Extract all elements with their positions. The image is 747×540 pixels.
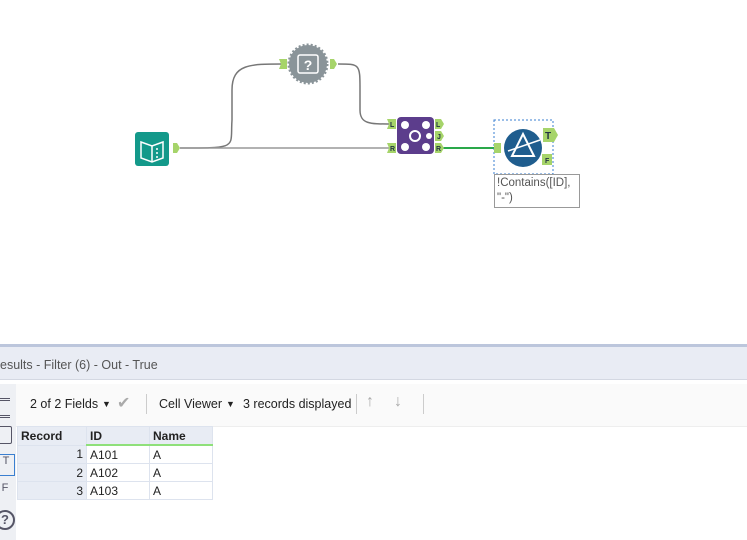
id-cell[interactable]: A101 (86, 444, 150, 464)
record-cell: 2 (17, 463, 87, 482)
records-displayed: 3 records displayed (243, 397, 352, 411)
join-tool[interactable]: L R L J R (387, 117, 444, 154)
connections (179, 63, 494, 149)
list-view-icon[interactable] (0, 398, 10, 418)
id-cell[interactable]: A102 (86, 463, 150, 482)
table-view-icon[interactable] (0, 426, 12, 444)
help-icon[interactable]: ? (0, 510, 15, 530)
results-header: esults - Filter (6) - Out - True (0, 344, 747, 380)
join-join-output-anchor[interactable]: J (437, 134, 441, 141)
join-right-output-anchor[interactable]: R (436, 146, 441, 153)
filter-false-anchor[interactable]: F (545, 158, 550, 165)
id-cell[interactable]: A103 (86, 481, 150, 500)
column-header[interactable]: ID (86, 426, 150, 446)
false-output-icon[interactable]: F (1, 482, 9, 494)
record-cell: 1 (17, 444, 87, 464)
results-side-strip: T F ? (0, 384, 16, 540)
arrow-down-icon[interactable]: ↓ (394, 393, 402, 410)
column-header[interactable]: Name (149, 426, 213, 446)
divider (423, 394, 424, 414)
annotation-line: "-") (497, 192, 513, 204)
input-data-tool[interactable] (135, 132, 180, 166)
filter-annotation: !Contains([ID], "-") (494, 174, 580, 208)
chevron-down-icon[interactable]: ▼ (226, 399, 235, 409)
join-left-output-anchor[interactable]: L (436, 122, 441, 129)
name-cell[interactable]: A (149, 481, 213, 500)
record-cell: 3 (17, 481, 87, 500)
true-output-icon[interactable]: T (0, 454, 15, 476)
svg-text:?: ? (304, 57, 313, 73)
divider (146, 394, 147, 414)
fields-selector[interactable]: 2 of 2 Fields (30, 397, 99, 411)
name-cell[interactable]: A (149, 444, 213, 464)
column-header[interactable]: Record (17, 426, 87, 446)
workflow-canvas[interactable]: ? L R L J R T F !Contains([ID], "-") (0, 0, 747, 345)
join-left-input-anchor[interactable]: L (390, 122, 395, 129)
table-header-row: Record ID Name (17, 426, 213, 446)
name-cell[interactable]: A (149, 463, 213, 482)
chevron-down-icon[interactable]: ▼ (102, 399, 111, 409)
filter-tool[interactable]: T F (493, 119, 558, 175)
checkmark-icon[interactable]: ✔ (117, 395, 131, 412)
results-toolbar: 2 of 2 Fields ▼ ✔ Cell Viewer ▼ 3 record… (16, 384, 747, 427)
divider (356, 394, 357, 414)
arrow-up-icon[interactable]: ↑ (366, 393, 374, 410)
unknown-tool-gear[interactable]: ? (279, 43, 337, 85)
annotation-line: !Contains([ID], (497, 177, 571, 189)
results-title: esults - Filter (6) - Out - True (0, 358, 158, 372)
viewer-selector[interactable]: Cell Viewer (159, 397, 222, 411)
filter-true-anchor[interactable]: T (545, 131, 551, 142)
join-right-input-anchor[interactable]: R (390, 146, 395, 153)
results-panel: esults - Filter (6) - Out - True T F ? 2… (0, 344, 747, 540)
